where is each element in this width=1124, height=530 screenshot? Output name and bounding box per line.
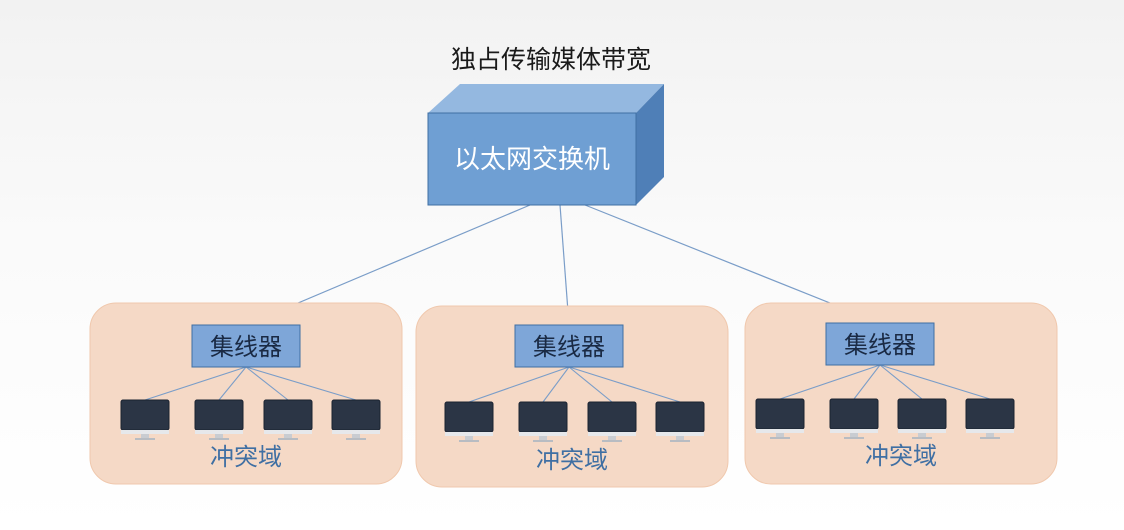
switch-top-face [428,84,664,113]
monitor-screen [263,399,313,431]
computer-icon [587,401,637,442]
monitor-screen [518,401,568,433]
computer-icon [120,399,170,440]
monitor-screen [755,398,805,430]
computer-icon [965,398,1015,439]
monitor-chin [588,432,636,436]
monitor-screen [120,399,170,431]
monitor-base [844,437,864,439]
diagram-title: 独占传输媒体带宽 [451,45,651,74]
hub-link-line [144,366,247,401]
hub-link-line [568,366,681,403]
monitor-base [135,438,155,440]
hub-link-line [879,364,991,400]
hub-link-line [779,364,881,400]
hub-box [514,324,624,368]
hub-label: 集线器 [210,333,282,361]
monitor-base [533,440,553,442]
hub-box [191,324,301,368]
monitor-neck [215,434,223,439]
monitor-base [209,438,229,440]
monitor-neck [986,433,994,438]
monitor-chin [332,430,380,434]
monitor-chin [195,430,243,434]
monitor-base [670,440,690,442]
monitor-screen [965,398,1015,430]
hub-link-line [568,366,613,403]
monitor-neck [539,436,547,441]
hub-link-line [245,366,289,401]
monitor-base [602,440,622,442]
computer-icon [518,401,568,442]
monitor-neck [776,433,784,438]
ethernet-switch: 以太网交换机 [427,84,664,206]
switch-label: 以太网交换机 [454,145,610,175]
monitor-screen [587,401,637,433]
hub-link-line [468,366,570,403]
monitor-screen [194,399,244,431]
hub-link-line [542,366,570,403]
collision-domain-label: 冲突域 [865,442,937,470]
hub-link-line [245,366,357,401]
monitor-screen [331,399,381,431]
monitor-chin [830,429,878,433]
collision-domain-label: 冲突域 [536,446,608,474]
hub-label: 集线器 [533,333,605,361]
computer-icon [655,401,705,442]
hub-link-line [879,364,923,400]
collision-domain-area [744,302,1058,485]
monitor-base [459,440,479,442]
monitor-neck [676,436,684,441]
switch-front-face [427,112,637,206]
hub-link-line [853,364,881,400]
monitor-neck [284,434,292,439]
computer-icon [194,399,244,440]
monitor-chin [519,432,567,436]
monitor-chin [656,432,704,436]
collision-domain-label: 冲突域 [210,443,282,471]
monitor-neck [352,434,360,439]
collision-domain-area [89,302,403,485]
monitor-screen [655,401,705,433]
collision-domain-area [415,305,729,488]
monitor-neck [850,433,858,438]
monitor-base [980,437,1000,439]
computer-icon [755,398,805,439]
monitor-screen [897,398,947,430]
monitor-base [278,438,298,440]
monitor-screen [444,401,494,433]
monitor-neck [141,434,149,439]
computer-icon [897,398,947,439]
hub-box [825,322,935,366]
monitor-neck [608,436,616,441]
monitor-chin [264,430,312,434]
monitor-chin [966,429,1014,433]
computer-icon [444,401,494,442]
hub-label: 集线器 [844,331,916,359]
monitor-chin [445,432,493,436]
monitor-base [346,438,366,440]
monitor-chin [756,429,804,433]
switch-side-face [636,84,664,205]
monitor-screen [829,398,879,430]
computer-icon [331,399,381,440]
monitor-neck [465,436,473,441]
computer-icon [829,398,879,439]
monitor-base [770,437,790,439]
computer-icon [263,399,313,440]
hub-link-line [218,366,247,401]
monitor-chin [121,430,169,434]
monitor-neck [918,433,926,438]
monitor-base [912,437,932,439]
uplink-line [559,204,570,326]
monitor-chin [898,429,946,433]
